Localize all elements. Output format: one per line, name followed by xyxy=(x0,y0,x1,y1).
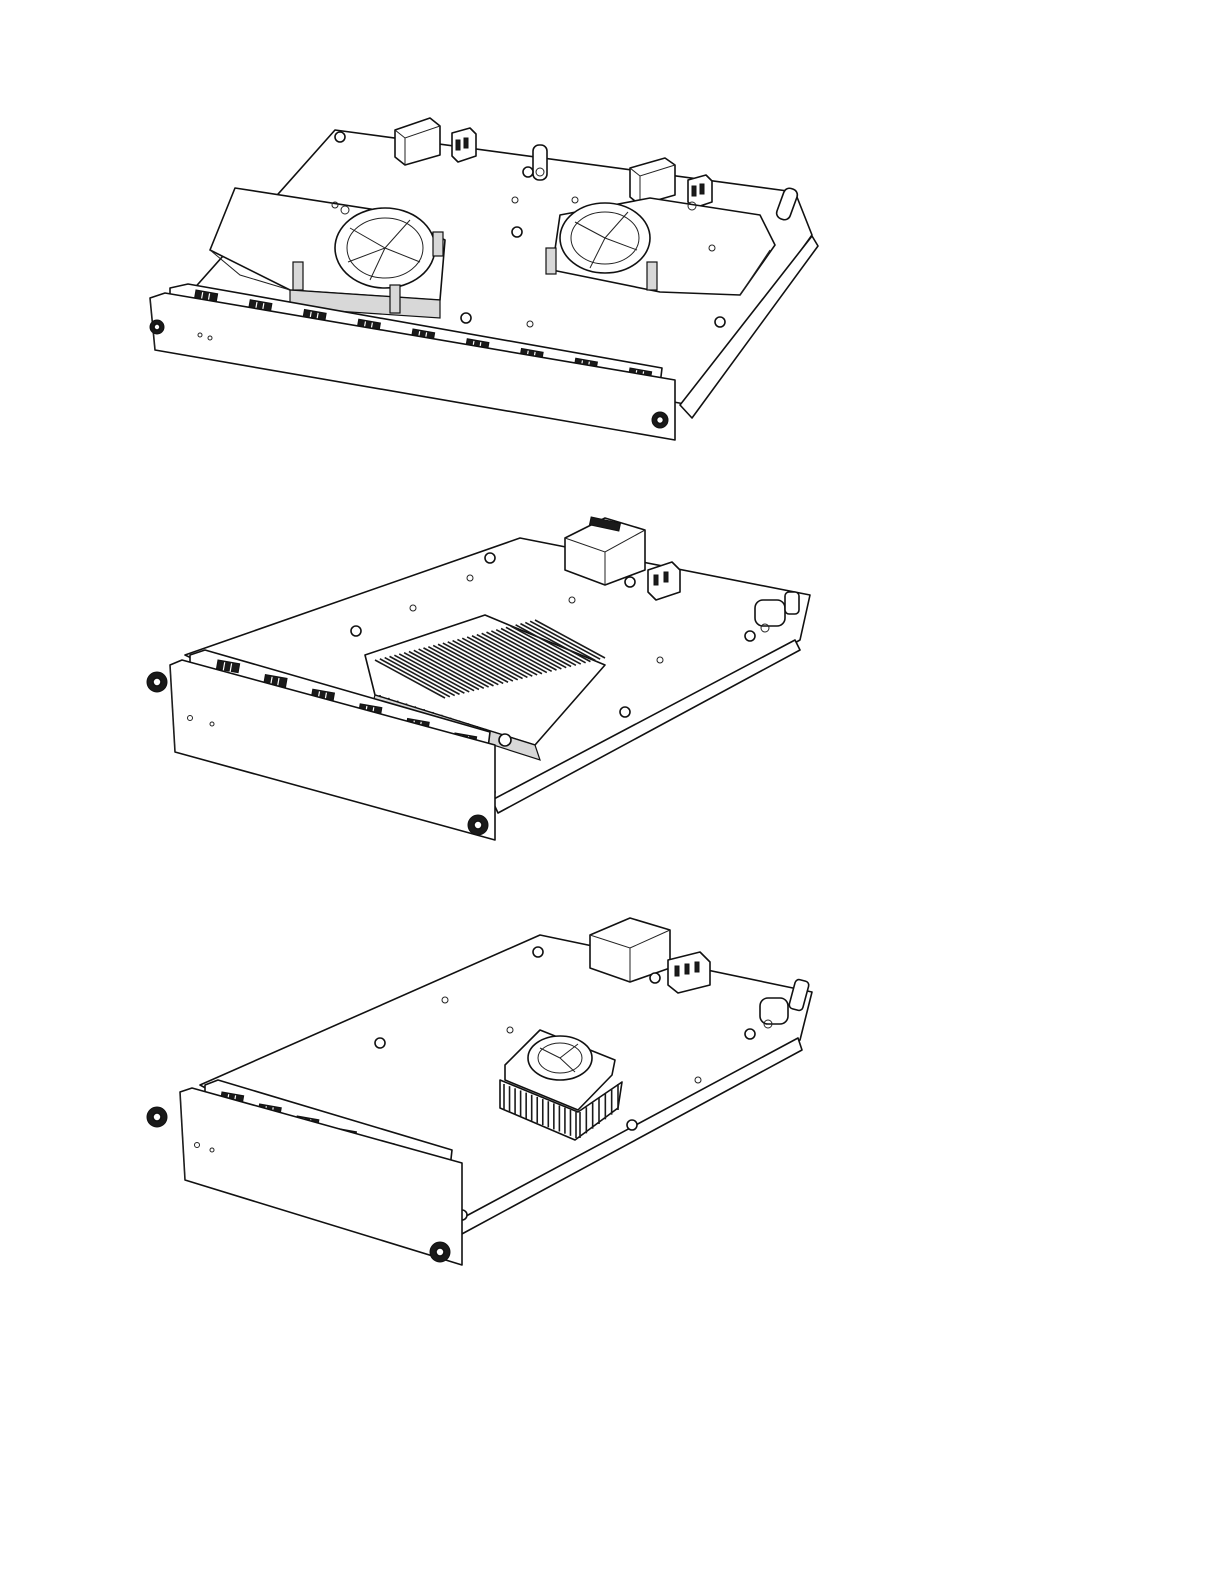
rj45-connector-icon xyxy=(565,517,645,585)
ejector-latch-icon xyxy=(533,145,547,180)
thumbscrew-icon xyxy=(150,320,164,334)
power-connector-icon xyxy=(668,952,710,993)
power-connector-icon xyxy=(648,562,680,600)
power-connector-icon xyxy=(452,128,476,162)
card-dual-fan-view xyxy=(150,118,818,440)
fan-icon xyxy=(560,203,650,273)
power-connector-icon xyxy=(688,175,712,208)
thumbscrew-icon xyxy=(147,672,167,692)
thumbscrew-icon xyxy=(468,815,488,835)
thumbscrew-icon xyxy=(147,1107,167,1127)
rj45-connector-icon xyxy=(590,918,670,982)
card-heatsink-view xyxy=(147,517,810,840)
thumbscrew-icon xyxy=(652,412,668,428)
card-single-fan-view xyxy=(147,918,812,1265)
thumbscrew-icon xyxy=(430,1242,450,1262)
fan-icon xyxy=(335,208,435,288)
